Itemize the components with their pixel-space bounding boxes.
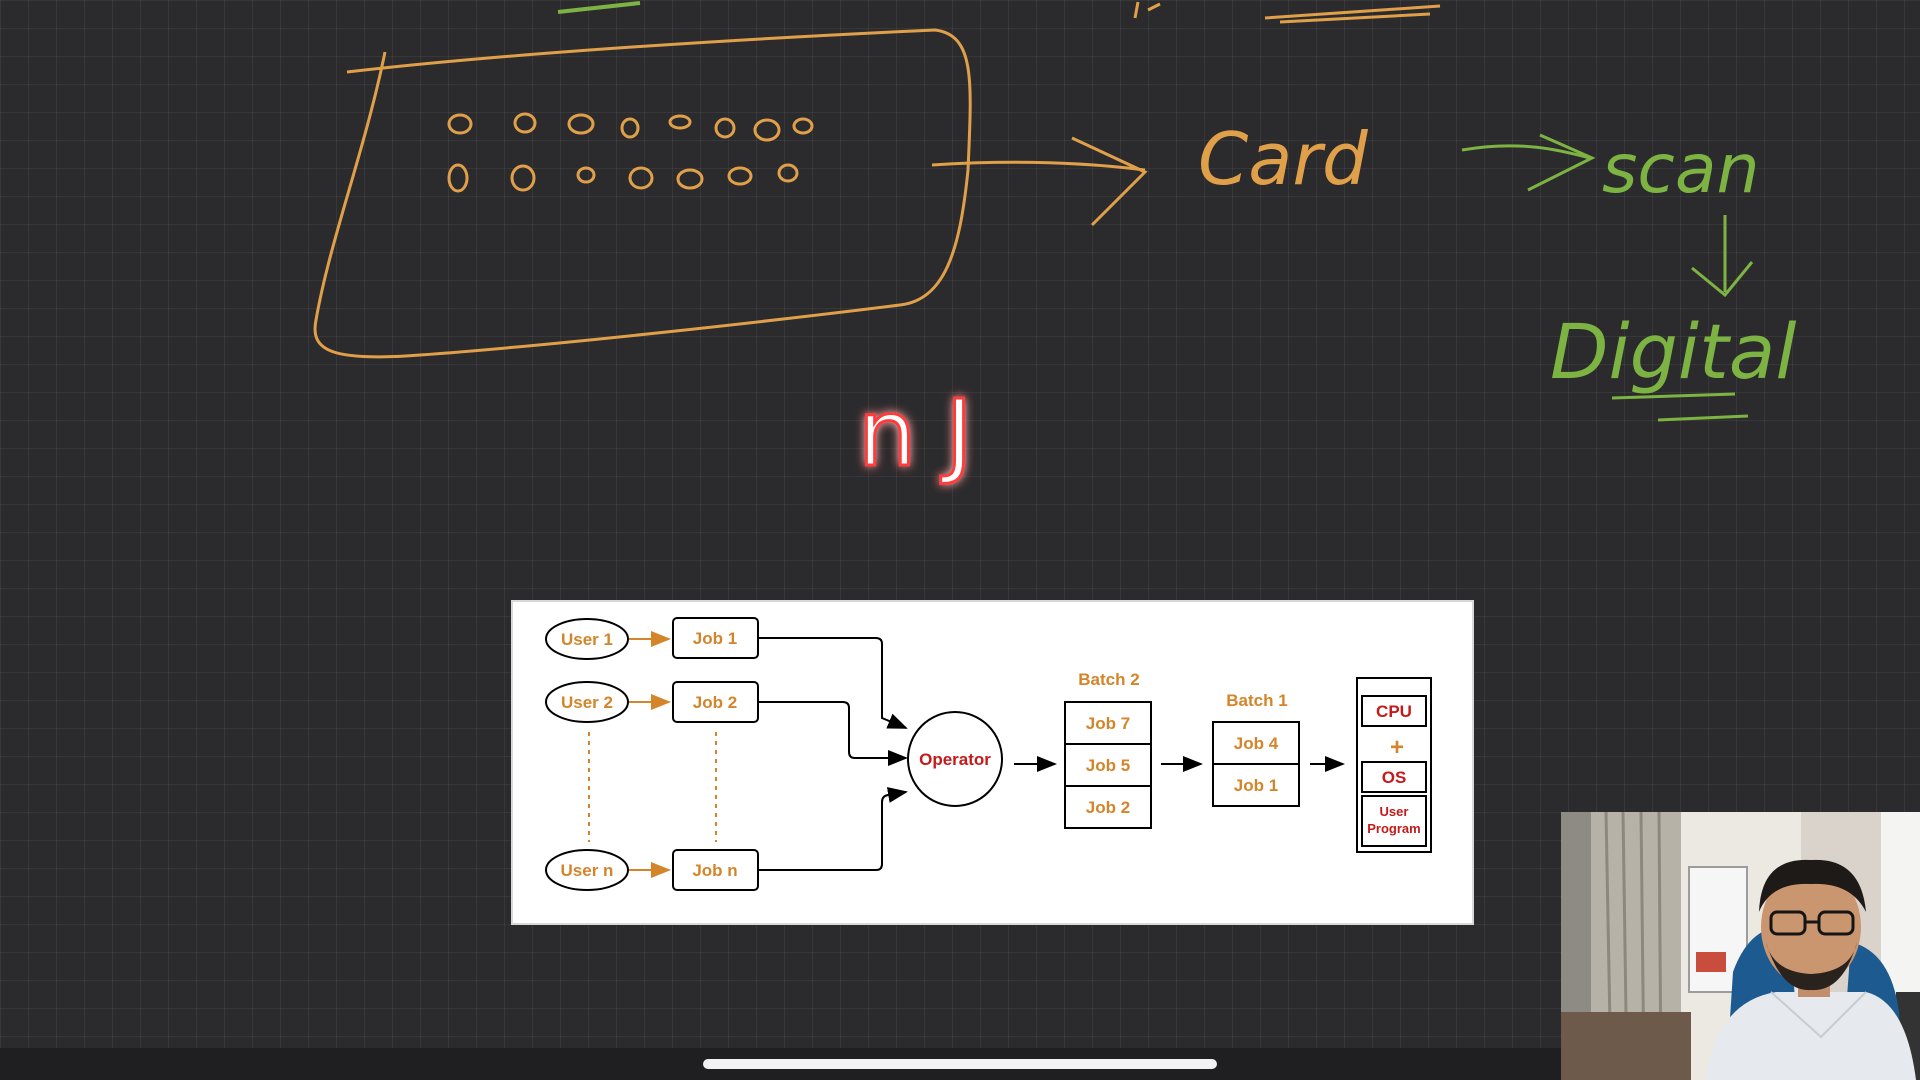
- user-1-node: User 1: [545, 618, 629, 660]
- job-1-label: Job 1: [693, 629, 737, 648]
- batch-1-job-2: Job 1: [1234, 776, 1278, 795]
- presenter-webcam: [1561, 812, 1920, 1080]
- cpu-label: CPU: [1376, 702, 1412, 721]
- user-2-node: User 2: [545, 681, 629, 723]
- arrow-job2-operator: [758, 701, 908, 766]
- job-n-node: Job n: [672, 849, 759, 891]
- batch-2-job-1: Job 7: [1086, 714, 1130, 733]
- punched-card-outline: [313, 28, 972, 359]
- arrow-to-card: [931, 136, 1148, 227]
- digital-underline: [1611, 392, 1749, 422]
- batch-2-job-2: Job 5: [1086, 756, 1130, 775]
- home-indicator[interactable]: [703, 1059, 1217, 1069]
- arrow-job1-operator: [758, 637, 908, 729]
- card-label: Card: [1198, 117, 1369, 201]
- job-2-node: Job 2: [672, 681, 759, 723]
- top-orange-stroke: [1133, 1, 1161, 19]
- arrow-to-scan: [1461, 133, 1596, 192]
- job-n-label: Job n: [692, 861, 737, 880]
- user-1-label: User 1: [561, 630, 613, 649]
- user-n-node: User n: [545, 849, 629, 891]
- job-1-node: Job 1: [672, 617, 759, 659]
- punched-holes: [447, 112, 814, 193]
- top-orange-underline: [1264, 4, 1441, 24]
- user-program-label-line2: Program: [1367, 821, 1420, 836]
- batch-1-job-1: Job 4: [1234, 734, 1279, 753]
- batch-2-job-3: Job 2: [1086, 798, 1130, 817]
- plus-sign: +: [1390, 734, 1404, 761]
- batch-processing-diagram: User 1 User 2 User n Job 1 Job 2 Job n: [511, 600, 1474, 925]
- user-2-label: User 2: [561, 693, 613, 712]
- batch-2-stack: Job 7 Job 5 Job 2: [1064, 701, 1152, 829]
- job-2-label: Job 2: [693, 693, 737, 712]
- user-program-label-line1: User: [1380, 804, 1409, 819]
- scan-label: scan: [1602, 130, 1760, 209]
- arrow-jobn-operator: [758, 787, 908, 871]
- cpu-os-stack: CPU + OS User Program: [1356, 677, 1432, 853]
- batch-1-title: Batch 1: [1226, 691, 1287, 710]
- arrow-to-digital: [1691, 215, 1754, 298]
- batch-2-title: Batch 2: [1078, 670, 1139, 689]
- operator-node: Operator: [907, 711, 1003, 807]
- batch-1-stack: Job 4 Job 1: [1212, 721, 1300, 807]
- operator-label: Operator: [919, 750, 991, 769]
- top-green-stroke: [557, 1, 641, 14]
- digital-label: Digital: [1550, 307, 1796, 396]
- os-label: OS: [1382, 768, 1407, 787]
- n-j-label: n J: [858, 380, 973, 487]
- user-n-label: User n: [561, 861, 614, 880]
